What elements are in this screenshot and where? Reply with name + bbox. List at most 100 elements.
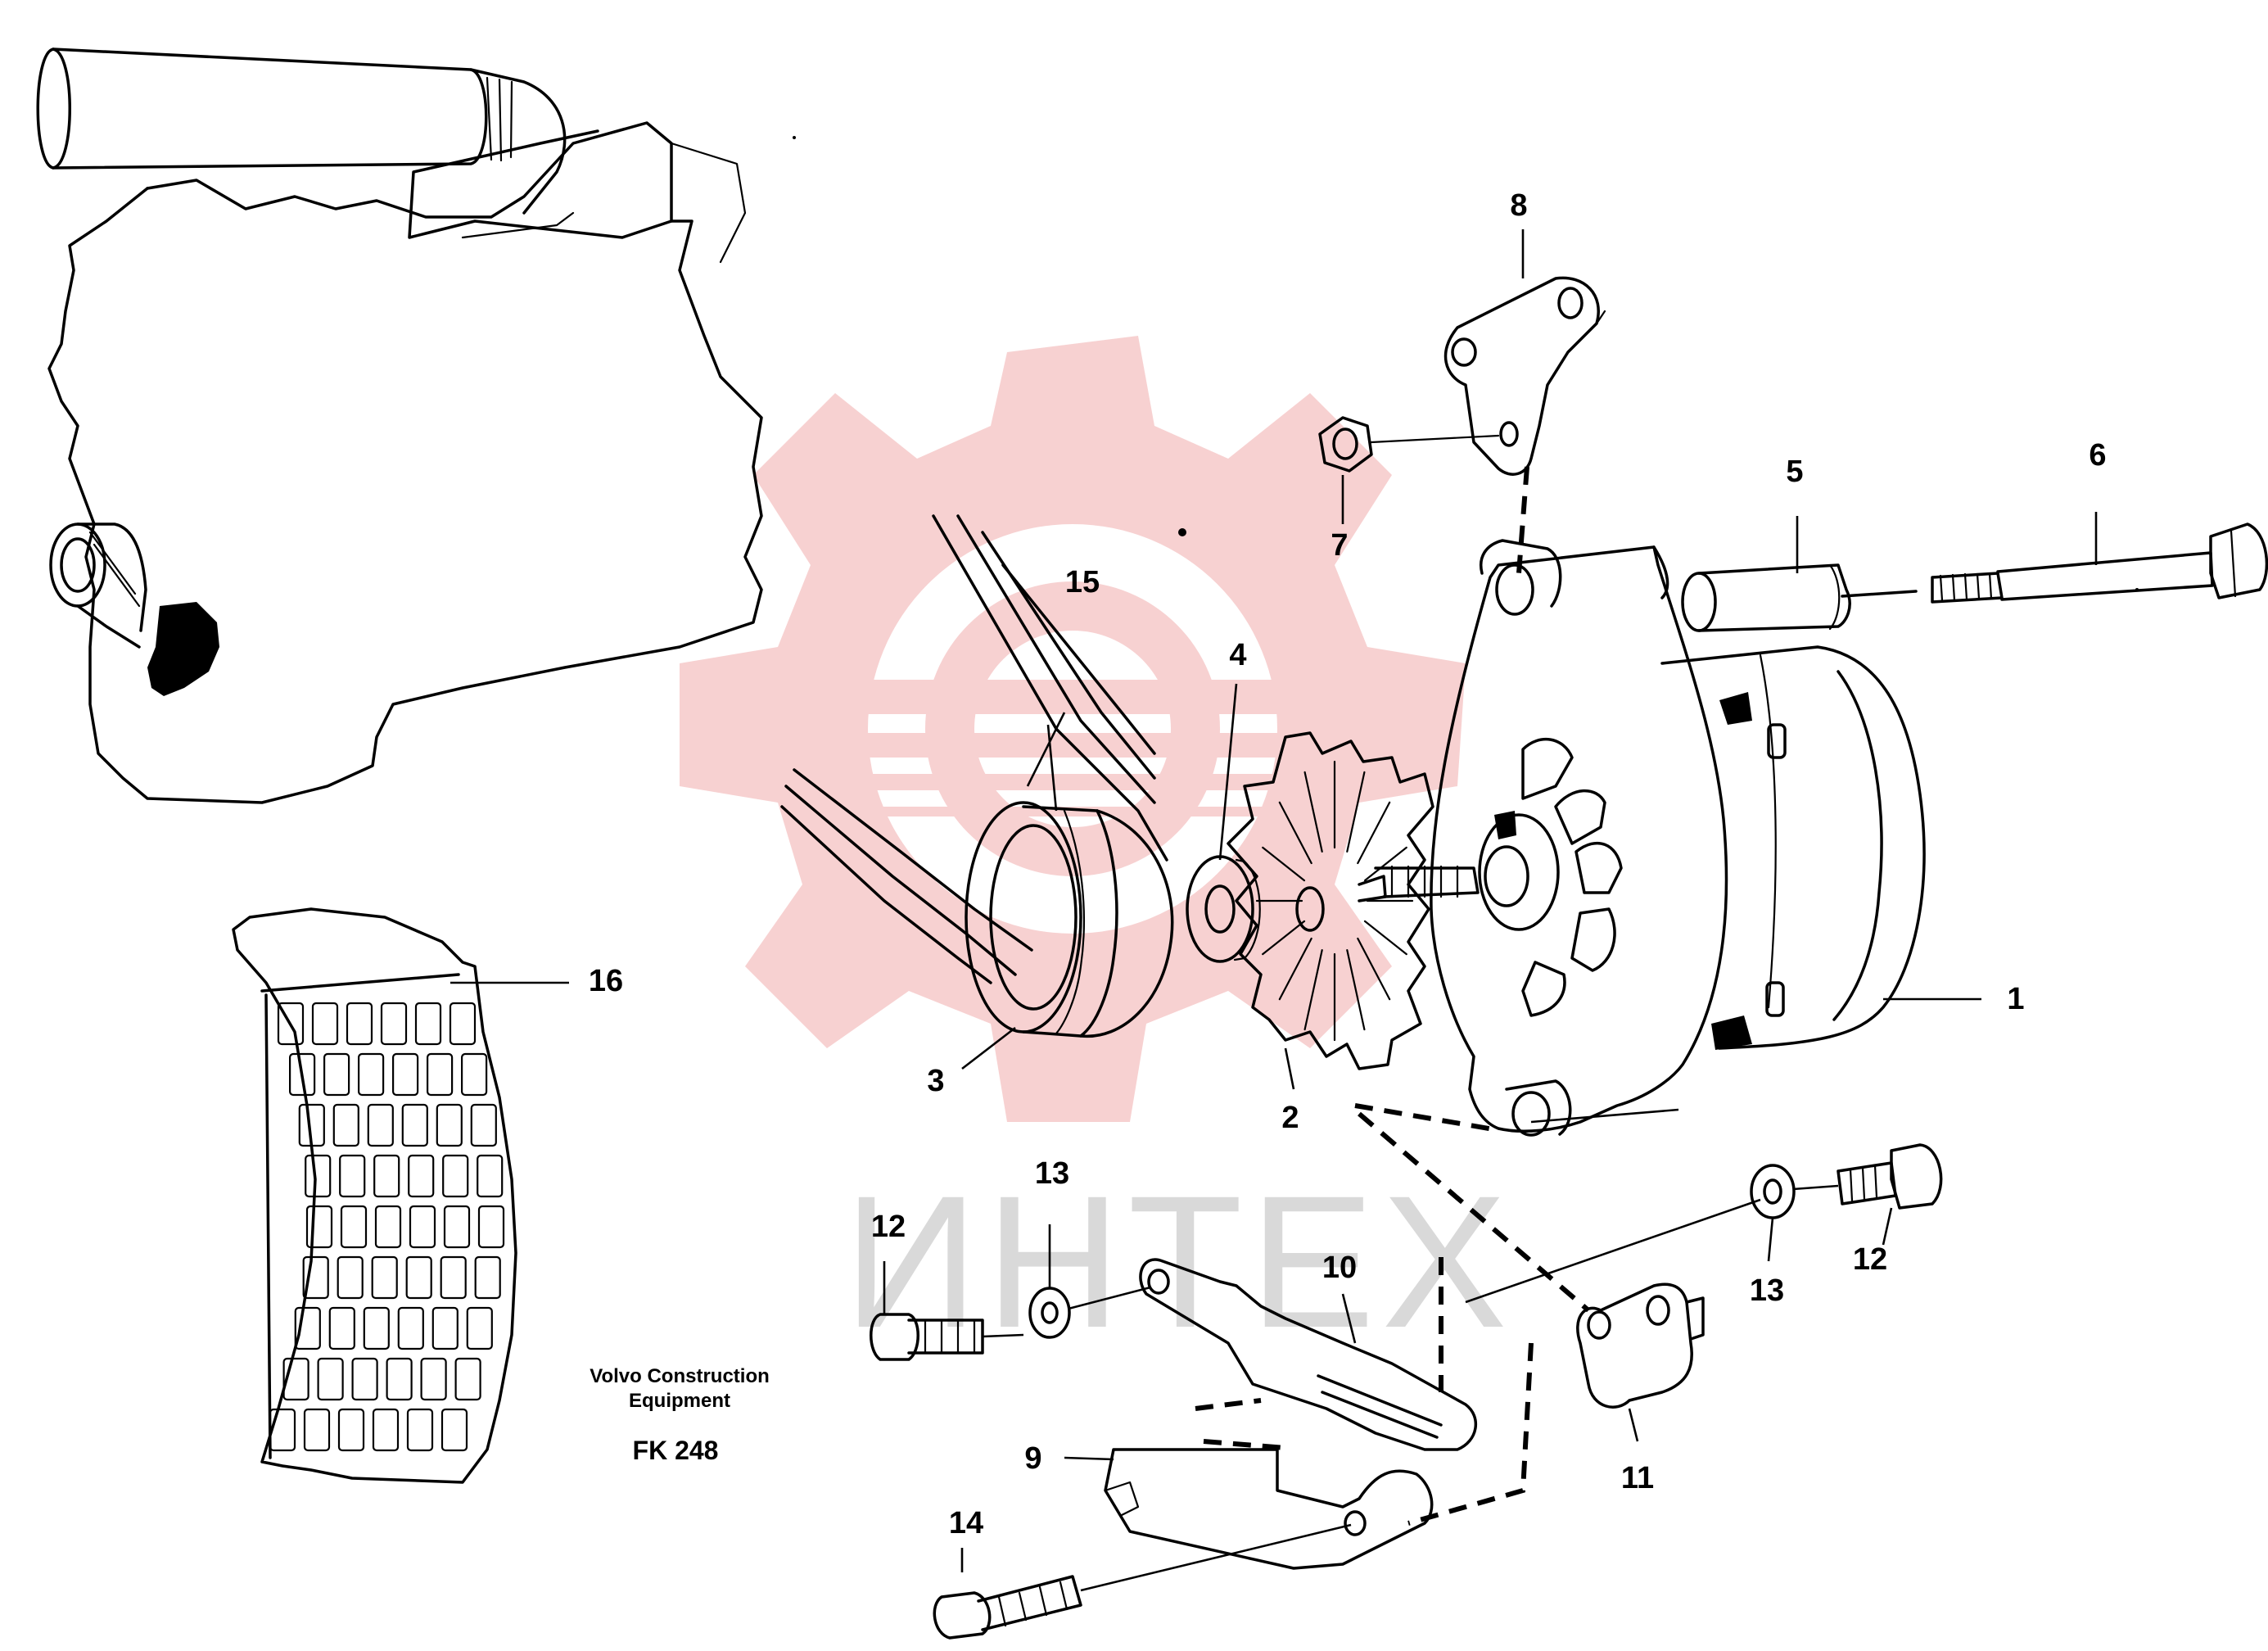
fan-blade <box>1278 801 1312 865</box>
nut <box>1318 416 1500 473</box>
label-part-14: 14 <box>949 1506 983 1540</box>
guard-slot <box>351 1357 378 1401</box>
guard-slot <box>374 1205 402 1249</box>
guard-slot <box>337 1408 365 1452</box>
label-part-11: 11 <box>1621 1461 1654 1495</box>
v-belts <box>780 514 1168 984</box>
guard-slot <box>477 1205 505 1249</box>
long-bolt-lower <box>933 1523 1352 1640</box>
guard-slot <box>372 1408 400 1452</box>
label-part-9: 9 <box>1024 1441 1041 1476</box>
alignment-lines <box>1354 1103 1761 1526</box>
label-part-3: 3 <box>927 1064 944 1098</box>
guard-slot <box>406 1408 434 1452</box>
watermark: ИНТЕХ <box>680 336 1514 1367</box>
fan-blade <box>1262 846 1306 882</box>
guard-slot <box>332 1103 359 1147</box>
guard-slot <box>470 1103 497 1147</box>
guard-slot <box>367 1103 394 1147</box>
clamp-plate <box>1104 1439 1434 1570</box>
guard-slot <box>449 1002 477 1046</box>
guard-slot <box>454 1357 481 1401</box>
label-part-15: 15 <box>1065 565 1100 599</box>
label-part-5: 5 <box>1786 455 1803 489</box>
watermark-text: ИНТЕХ <box>843 1156 1514 1367</box>
guard-slot <box>373 1154 400 1198</box>
long-bolt <box>1841 522 2268 604</box>
guard-slot <box>358 1052 385 1097</box>
guard-slot <box>311 1002 339 1046</box>
fan-blade <box>1262 920 1306 956</box>
guard-slot <box>277 1002 305 1046</box>
label-part-13-right: 13 <box>1750 1273 1784 1308</box>
guard-slot <box>340 1205 368 1249</box>
pulley <box>965 801 1174 1038</box>
label-part-8: 8 <box>1510 188 1527 223</box>
guard-slot <box>294 1306 321 1350</box>
guard-slot <box>371 1255 398 1300</box>
upper-bracket <box>1443 276 1606 574</box>
label-part-10: 10 <box>1322 1251 1357 1285</box>
guard-slot <box>440 1255 467 1300</box>
guard-slot <box>305 1154 332 1198</box>
adjusting-arm <box>1139 1258 1478 1451</box>
fan-blade <box>1357 801 1391 865</box>
caption-company: Volvo Construction <box>590 1365 770 1387</box>
guard-slot <box>405 1255 432 1300</box>
fan-guard <box>232 907 517 1484</box>
fan-blade <box>1278 937 1312 1001</box>
fan-blade <box>1303 949 1323 1031</box>
fan-blade <box>1363 920 1407 956</box>
dot-mark <box>793 136 796 139</box>
guard-slot <box>436 1103 463 1147</box>
guard-slot <box>302 1255 329 1300</box>
leader-lines <box>450 229 2098 1572</box>
fan-blade <box>1357 937 1391 1001</box>
fan <box>1227 731 1434 1070</box>
label-part-4: 4 <box>1229 638 1246 672</box>
guard-slot <box>317 1357 344 1401</box>
guard-slot <box>392 1052 419 1097</box>
guard-slot <box>337 1255 364 1300</box>
guard-slot <box>305 1205 333 1249</box>
dot-mark <box>2135 588 2139 591</box>
label-part-2: 2 <box>1281 1101 1299 1135</box>
label-part-13-left: 13 <box>1035 1156 1069 1191</box>
guard-slot <box>380 1002 408 1046</box>
guard-slot <box>303 1408 331 1452</box>
caption-code: FK 248 <box>633 1436 719 1465</box>
part-labels: 1 2 3 4 5 6 7 8 9 10 11 12 12 13 13 14 1… <box>589 188 2107 1540</box>
guard-slot <box>440 1408 468 1452</box>
engine-outline <box>36 47 763 804</box>
label-part-12-right: 12 <box>1853 1242 1887 1277</box>
guard-slot <box>474 1255 501 1300</box>
guard-slot <box>346 1002 373 1046</box>
short-bolt-right <box>1837 1143 1943 1210</box>
washer-right <box>1750 1164 1839 1219</box>
caption-block: Volvo Construction Equipment FK 248 <box>590 1365 770 1465</box>
guard-slot <box>282 1357 309 1401</box>
guard-slot <box>442 1154 469 1198</box>
guard-slot <box>426 1052 454 1097</box>
guard-slot <box>289 1052 316 1097</box>
guard-slot <box>431 1306 459 1350</box>
guard-slot <box>339 1154 366 1198</box>
guard-slot <box>408 1154 435 1198</box>
fan-blade <box>1363 846 1407 882</box>
label-part-16: 16 <box>589 964 623 998</box>
fan-blade <box>1346 949 1366 1031</box>
guard-slot <box>269 1408 296 1452</box>
label-part-1: 1 <box>2007 982 2024 1016</box>
guard-slot <box>466 1306 493 1350</box>
guard-slot <box>328 1306 355 1350</box>
guard-slot <box>443 1205 471 1249</box>
guard-slot <box>420 1357 447 1401</box>
guard-slot <box>363 1306 390 1350</box>
guard-slot <box>414 1002 442 1046</box>
label-part-12-left: 12 <box>871 1210 906 1244</box>
guard-slot <box>323 1052 350 1097</box>
caption-subtitle: Equipment <box>629 1390 730 1412</box>
fan-blade <box>1346 771 1366 853</box>
link-bracket <box>1576 1282 1705 1409</box>
